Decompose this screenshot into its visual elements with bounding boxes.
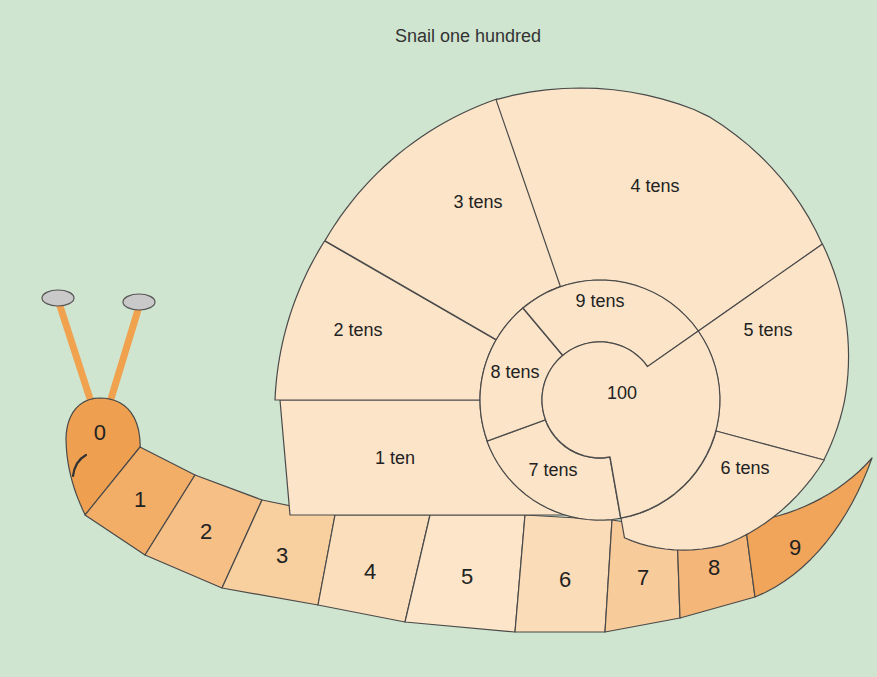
title-anchor: Snail one hundred: [395, 26, 541, 47]
eye-tip: [42, 290, 74, 306]
label-anchor: 6 tens: [720, 458, 769, 479]
label-anchor: 5: [461, 564, 473, 589]
segment-shape: [515, 515, 612, 632]
segment-label: 8 tens: [490, 362, 539, 383]
segment-number: 4: [364, 559, 376, 584]
label-anchor: 9 tens: [575, 291, 624, 312]
label-anchor: 2: [200, 519, 212, 544]
segment-label: 9 tens: [575, 291, 624, 312]
segment-shape: [222, 500, 335, 605]
label-anchor: 0: [94, 420, 106, 445]
label-anchor: 7 tens: [528, 460, 577, 481]
label-anchor: 2 tens: [333, 320, 382, 341]
segment-label: 3 tens: [453, 192, 502, 213]
shell-center: 100: [542, 331, 720, 518]
segment-number: 1: [134, 487, 146, 512]
eye-tip: [123, 294, 155, 310]
segment-number: 3: [276, 543, 288, 568]
body-segment: 5: [405, 515, 525, 632]
segment-number: 0: [94, 420, 106, 445]
segment-label: 5 tens: [743, 320, 792, 341]
label-anchor: 5 tens: [743, 320, 792, 341]
body-segment: 6: [515, 515, 612, 632]
label-anchor: 8 tens: [490, 362, 539, 383]
segment-number: 9: [789, 535, 801, 560]
label-anchor: 3 tens: [453, 192, 502, 213]
segment-number: 5: [461, 564, 473, 589]
segment-number: 7: [637, 565, 649, 590]
body-segment: 3: [222, 500, 335, 605]
eye-stalk: [60, 306, 92, 405]
diagram-title: Snail one hundred: [395, 26, 541, 47]
segment-outline: [698, 244, 849, 460]
segment-label: 2 tens: [333, 320, 382, 341]
segment-label: 100: [607, 383, 637, 404]
segment-outline: [542, 331, 720, 518]
segment-label: 6 tens: [720, 458, 769, 479]
segment-number: 6: [559, 567, 571, 592]
shell-segment: 5 tens: [698, 244, 849, 460]
mouth-mark: [73, 455, 86, 476]
label-anchor: 6: [559, 567, 571, 592]
label-anchor: 3: [276, 543, 288, 568]
label-anchor: 1: [134, 487, 146, 512]
label-anchor: 9: [789, 535, 801, 560]
label-anchor: 7: [637, 565, 649, 590]
eye-stalk: [110, 310, 138, 402]
segment-shape: [542, 331, 720, 518]
segment-shape: [405, 515, 525, 632]
label-anchor: 1 ten: [375, 448, 415, 469]
label-anchor: 4: [364, 559, 376, 584]
segment-number: 8: [708, 555, 720, 580]
segment-label: 7 tens: [528, 460, 577, 481]
label-anchor: 8: [708, 555, 720, 580]
label-anchor: 4 tens: [630, 176, 679, 197]
segment-number: 2: [200, 519, 212, 544]
segment-label: 4 tens: [630, 176, 679, 197]
label-anchor: 100: [607, 383, 637, 404]
segment-label: 1 ten: [375, 448, 415, 469]
segment-shape: [698, 244, 849, 460]
